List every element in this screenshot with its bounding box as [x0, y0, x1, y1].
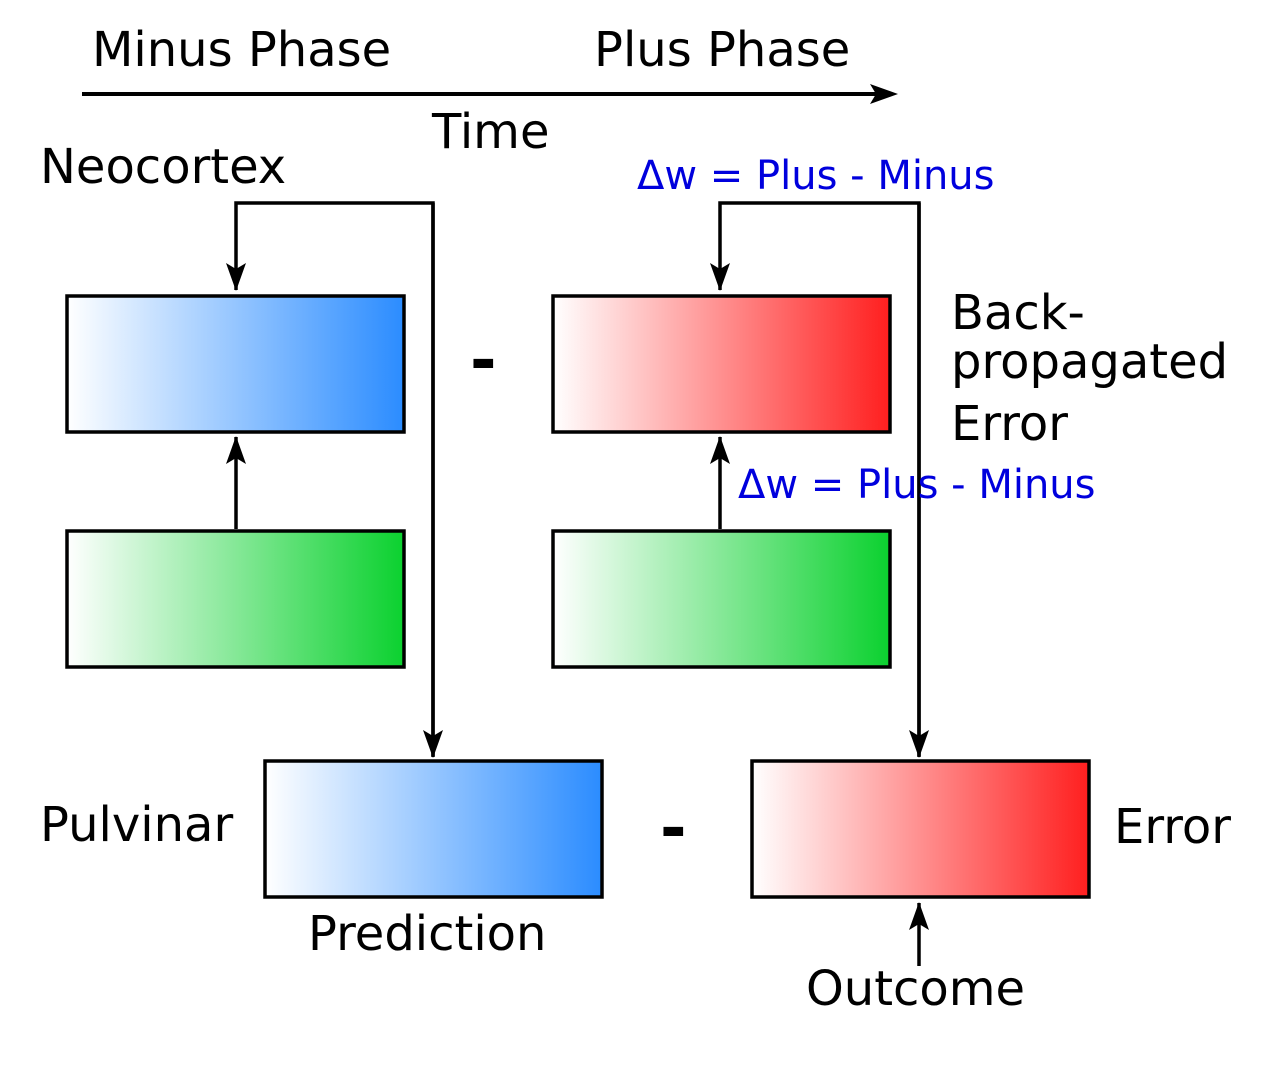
error-label: Error: [1114, 799, 1231, 855]
delta-w-equation-top: Δw = Plus - Minus: [637, 153, 994, 199]
pulvinar-label: Pulvinar: [40, 797, 233, 853]
time-arrowhead: [870, 84, 898, 104]
plus-input-layer-box: [551, 529, 892, 669]
backprop-error-label-line1: Back-: [951, 285, 1085, 341]
neocortex-label: Neocortex: [40, 139, 286, 195]
minus-hidden-layer-box: [65, 294, 406, 434]
minus-input-layer-box: [65, 529, 406, 669]
backprop-error-label-line3: Error: [951, 396, 1068, 452]
delta-w-equation-middle: Δw = Plus - Minus: [738, 462, 1095, 508]
prediction-label: Prediction: [308, 906, 546, 962]
pulvinar-outcome-box: [750, 759, 1091, 899]
minus-sign-top: -: [470, 324, 497, 398]
minus-phase-label: Minus Phase: [92, 22, 391, 78]
time-label: Time: [431, 104, 549, 160]
plus-phase-label: Plus Phase: [594, 22, 850, 78]
minus-feedback-wire: [226, 201, 435, 756]
plus-hidden-layer-box: [551, 294, 892, 434]
backprop-error-label-line2: propagated: [951, 334, 1228, 390]
outcome-label: Outcome: [806, 961, 1025, 1017]
pulvinar-prediction-box: [263, 759, 604, 899]
minus-sign-bottom: -: [660, 792, 687, 866]
